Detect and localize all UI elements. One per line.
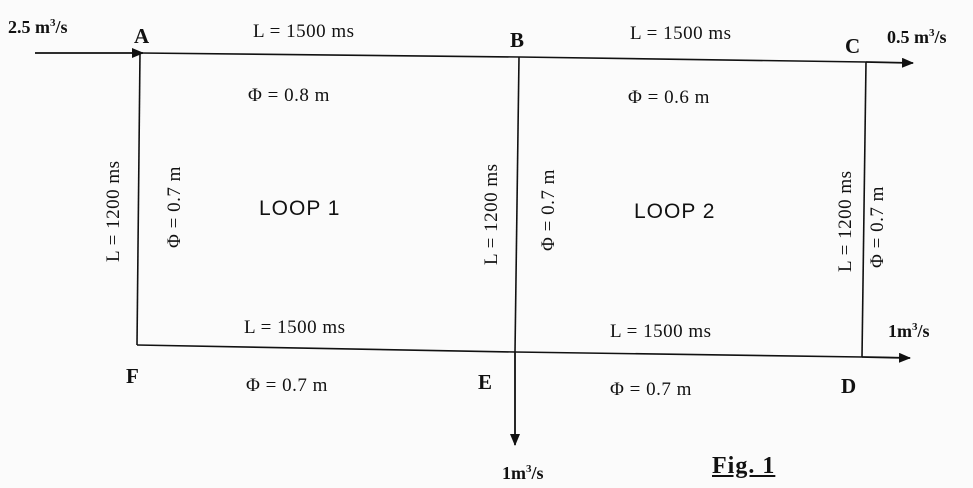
node-e-label: E [478,370,493,394]
outflow-d-label: 1m3/s [888,321,930,341]
outflow-c-label: 0.5 m3/s [887,27,947,47]
pipe-fe-length: L = 1500 ms [244,317,346,338]
node-a-label: A [134,24,150,48]
pipe-af [136,52,141,346]
pipe-be-length: L = 1200 ms [481,163,502,265]
pipe-ed-diameter: Φ = 0.7 m [610,379,692,400]
node-f-label: F [126,364,139,388]
pipe-ab-length: L = 1500 ms [253,21,355,42]
pipe-bc [518,56,867,63]
pipe-ab [139,52,520,58]
node-c-label: C [845,34,861,58]
pipe-cd-diameter: Φ = 0.7 m [867,186,888,268]
node-b-label: B [510,28,525,52]
loop-1-label: LOOP 1 [259,197,341,220]
pipe-be-diameter: Φ = 0.7 m [538,169,559,251]
outflow-e-label: 1m3/s [502,463,544,483]
pipe-fe [136,344,516,353]
pipe-cd [861,61,867,358]
pipe-ab-diameter: Φ = 0.8 m [248,85,330,106]
figure-caption: Fig. 1 [712,453,776,479]
pipe-af-diameter: Φ = 0.7 m [164,166,185,248]
pipe-ed-length: L = 1500 ms [610,321,712,342]
outflow-arrow-d [861,352,911,363]
node-d-label: D [841,374,857,398]
pipe-cd-length: L = 1200 ms [835,170,856,272]
pipe-bc-diameter: Φ = 0.6 m [628,87,710,108]
inflow-a-label: 2.5 m3/s [8,17,68,37]
pipe-fe-diameter: Φ = 0.7 m [246,375,328,396]
loop-2-label: LOOP 2 [634,200,716,223]
pipe-bc-length: L = 1500 ms [630,23,732,44]
pipe-af-length: L = 1200 ms [103,160,124,262]
outflow-arrow-c [865,57,914,68]
pipe-be [514,56,520,353]
pipe-ed [514,351,863,358]
